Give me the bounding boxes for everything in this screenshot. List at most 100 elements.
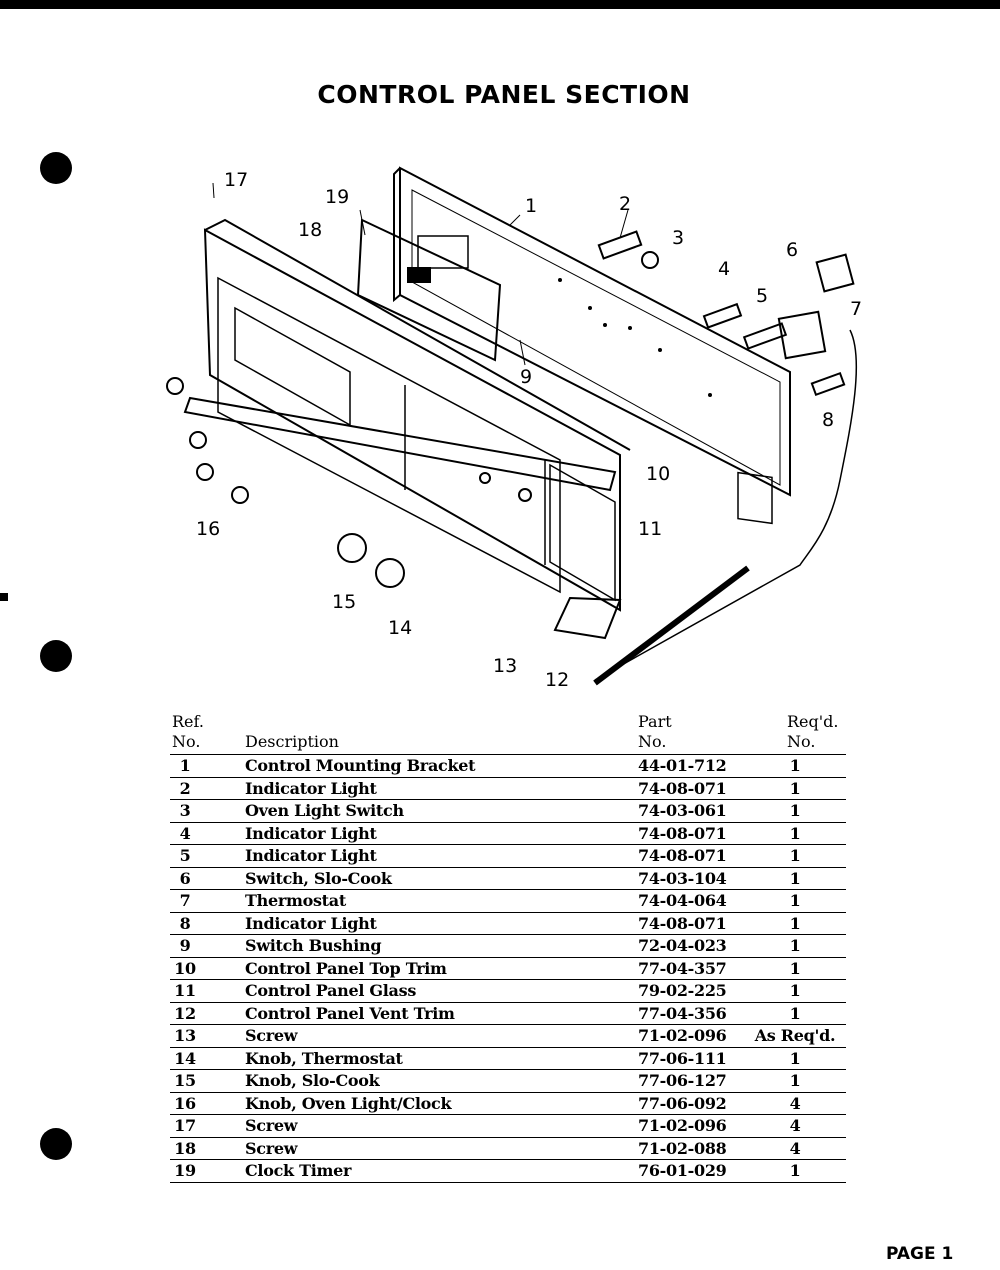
ref-cell: 16 <box>174 1093 196 1113</box>
callout-17: 17 <box>224 169 248 191</box>
mounting-bracket-shape <box>393 166 791 525</box>
top-trim-shape <box>183 396 617 492</box>
part-number-cell: 77-04-356 <box>638 1003 727 1023</box>
page-top-edge <box>0 0 1000 9</box>
callout-16: 16 <box>196 518 220 540</box>
ref-cell: 2 <box>179 778 191 798</box>
description-cell: Indicator Light <box>245 846 377 865</box>
quantity-cell: 1 <box>789 778 801 798</box>
description-cell: Control Panel Vent Trim <box>245 1003 455 1023</box>
parts-table: Ref. No. Description Part No. Req'd. No.… <box>170 710 846 1183</box>
edge-mark <box>0 593 8 601</box>
quantity-cell: 1 <box>789 958 801 978</box>
callout-18: 18 <box>298 219 322 241</box>
quantity-cell: 4 <box>789 1138 801 1158</box>
part-number-cell: 74-04-064 <box>638 891 727 910</box>
header-ref-line2: No. <box>172 732 201 751</box>
page-number: PAGE 1 <box>886 1244 954 1264</box>
page-title: CONTROL PANEL SECTION <box>317 80 691 109</box>
header-part-line1: Part <box>638 712 672 731</box>
quantity-cell: 4 <box>789 1116 801 1135</box>
binder-hole <box>40 1128 72 1160</box>
table-row: 12 Control Panel Vent Trim 77-04-356 1 <box>170 1003 846 1025</box>
callout-9: 9 <box>520 366 532 388</box>
part-number-cell: 77-06-127 <box>638 1071 727 1090</box>
callout-10: 10 <box>646 463 670 485</box>
part-number-cell: 74-08-071 <box>638 778 727 798</box>
description-cell: Knob, Oven Light/Clock <box>245 1093 452 1113</box>
ref-cell: 9 <box>179 936 191 955</box>
quantity-cell: 1 <box>789 1048 801 1068</box>
header-description: Description <box>245 732 339 751</box>
callout-1: 1 <box>525 195 537 217</box>
quantity-cell: 1 <box>789 1003 801 1023</box>
ref-cell: 8 <box>179 913 191 933</box>
quantity-cell: 1 <box>789 756 801 775</box>
ref-cell: 12 <box>174 1003 196 1023</box>
callout-19: 19 <box>325 186 349 208</box>
quantity-cell: 4 <box>789 1093 801 1113</box>
header-part-line2: No. <box>638 732 667 751</box>
part-number-cell: 74-03-104 <box>638 868 727 888</box>
callout-8: 8 <box>822 409 834 431</box>
ref-cell: 14 <box>174 1048 196 1068</box>
ref-cell: 18 <box>174 1138 196 1158</box>
quantity-cell: 1 <box>789 1071 801 1090</box>
binder-hole <box>40 640 72 672</box>
ref-cell: 3 <box>179 801 191 820</box>
callout-4: 4 <box>718 258 730 280</box>
callout-12: 12 <box>545 669 569 691</box>
ref-cell: 1 <box>179 756 191 775</box>
ref-cell: 11 <box>174 981 196 1000</box>
quantity-cell: 1 <box>789 891 801 910</box>
description-cell: Oven Light Switch <box>245 801 404 820</box>
part-number-cell: 74-08-071 <box>638 846 727 865</box>
part-number-cell: 71-02-096 <box>638 1116 727 1135</box>
description-cell: Indicator Light <box>245 913 377 933</box>
callout-14: 14 <box>388 617 412 639</box>
quantity-cell: 1 <box>789 1161 801 1180</box>
part-number-cell: 77-04-357 <box>638 958 727 978</box>
ref-cell: 6 <box>179 868 191 888</box>
ref-cell: 15 <box>174 1071 196 1090</box>
callout-13: 13 <box>493 655 517 677</box>
description-cell: Control Panel Top Trim <box>245 958 447 978</box>
callout-2: 2 <box>619 193 631 215</box>
ref-cell: 10 <box>174 958 196 978</box>
quantity-cell: 1 <box>789 936 801 955</box>
description-cell: Switch Bushing <box>245 936 382 955</box>
callout-7: 7 <box>850 298 862 320</box>
part-number-cell: 74-08-071 <box>638 913 727 933</box>
header-qty-line1: Req'd. <box>787 712 839 731</box>
ref-cell: 13 <box>174 1026 196 1045</box>
description-cell: Thermostat <box>245 891 346 910</box>
callout-11: 11 <box>638 518 662 540</box>
part-number-cell: 71-02-096 <box>638 1026 727 1045</box>
part-number-cell: 74-03-061 <box>638 801 727 820</box>
ref-cell: 5 <box>179 846 191 865</box>
part-number-cell: 79-02-225 <box>638 981 727 1000</box>
description-cell: Control Panel Glass <box>245 981 417 1000</box>
part-number-cell: 77-06-111 <box>638 1048 727 1068</box>
description-cell: Screw <box>245 1026 298 1045</box>
header-ref-line1: Ref. <box>172 712 204 731</box>
part-number-cell: 44-01-712 <box>638 756 727 775</box>
description-cell: Knob, Thermostat <box>245 1048 403 1068</box>
parts-table-header: Ref. No. Description Part No. Req'd. No. <box>170 710 846 754</box>
quantity-cell: 1 <box>789 823 801 843</box>
description-cell: Indicator Light <box>245 823 377 843</box>
